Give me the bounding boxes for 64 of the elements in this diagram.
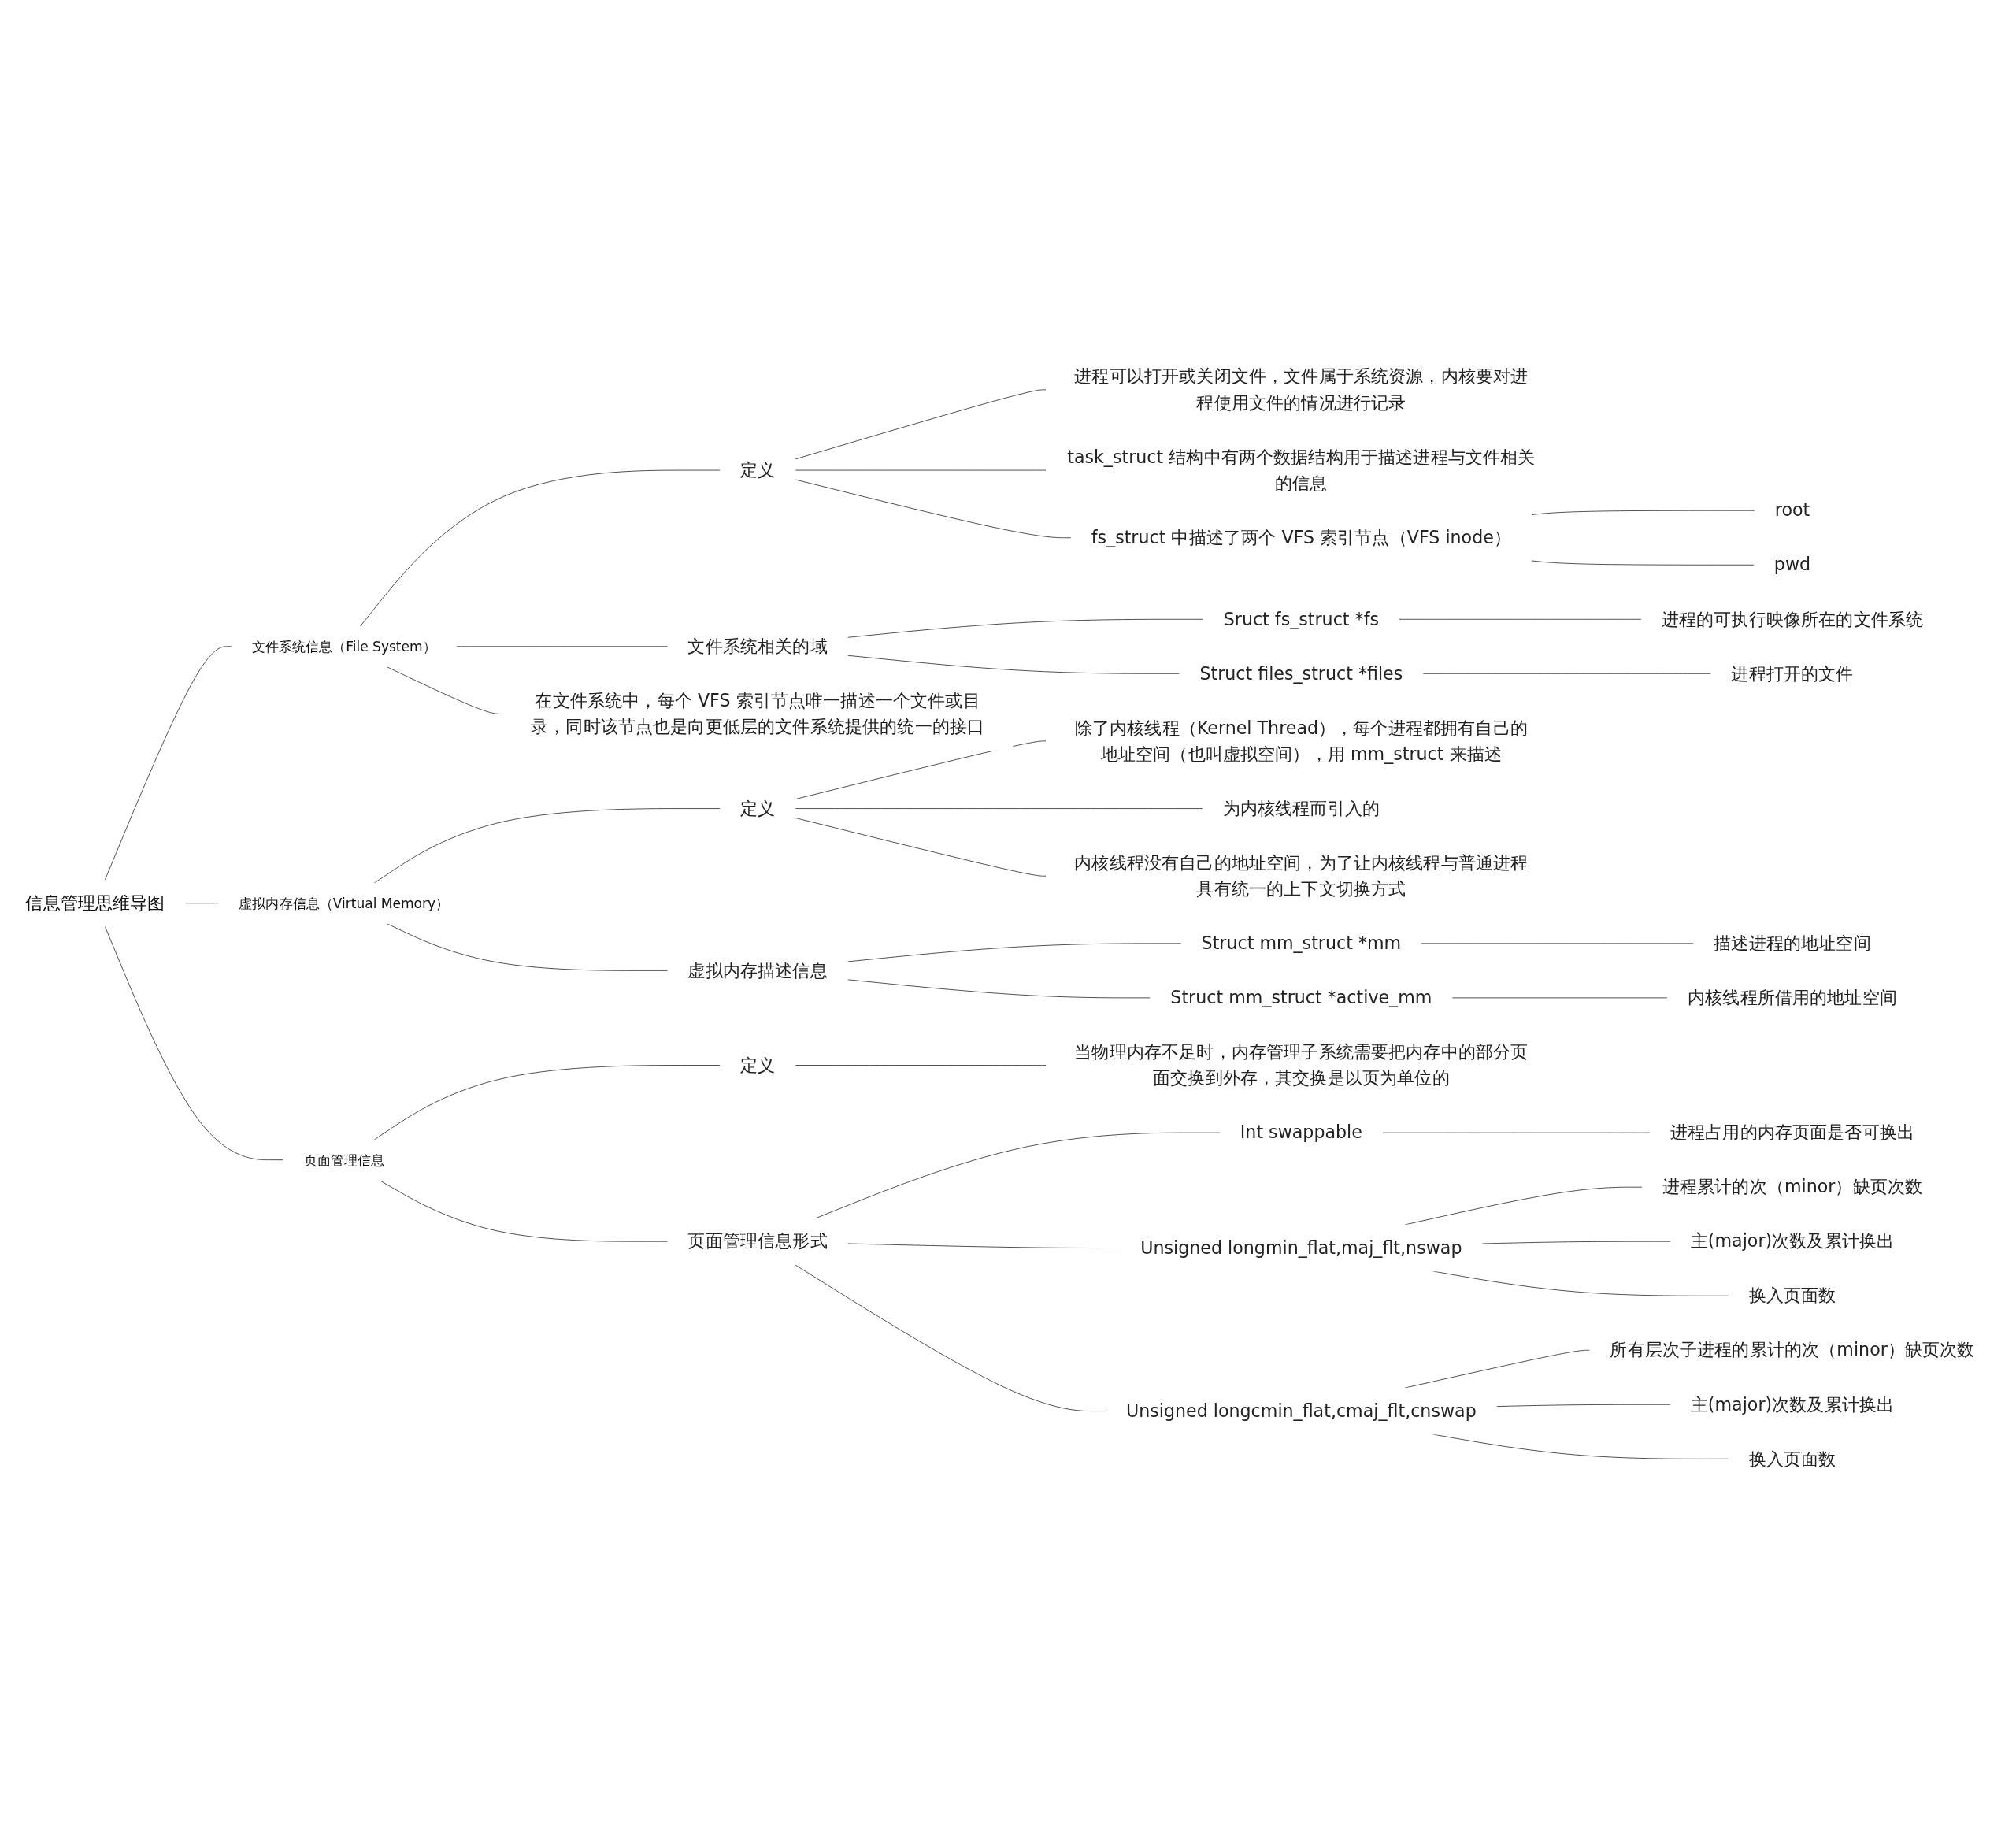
connector [795,479,1072,538]
node-text: 主(major)次数及累计换出 [1690,1393,1895,1415]
node-text: Int swappable [1240,1122,1362,1143]
node-text: 当物理内存不足时，内存管理子系统需要把内存中的部分页面交换到外存，其交换是以页为单位的 [1074,1041,1529,1089]
connector [1531,560,1755,566]
connector [847,943,1182,962]
node-text: 所有层次子进程的累计的次（minor）缺页次数 [1610,1339,1975,1360]
connector [386,922,669,971]
node-text: 除了内核线程（Kernel Thread），每个进程都拥有自己的地址空间（也叫虚拟空间），用 mm_struct 来描述 [1074,717,1528,764]
node-text: 定义 [739,798,776,818]
connector [359,469,721,627]
node-text: Unsigned longmin_flat,maj_flt,nswap [1140,1237,1462,1258]
node-text: Struct mm_struct *active_mm [1170,987,1432,1007]
node-text: 为内核线程而引入的 [1222,798,1380,818]
node-text: 文件系统信息（File System） [251,638,436,655]
connector [1422,673,1712,674]
node-text: 信息管理思维导图 [25,892,165,913]
connector [1382,1132,1651,1133]
node-text: Sruct fs_struct *fs [1223,608,1379,629]
node-text: 页面管理信息 [303,1152,384,1168]
node-text: 定义 [739,1055,776,1075]
node-text: 内核线程所借用的地址空间 [1688,987,1897,1007]
node-text: 进程打开的文件 [1731,662,1854,684]
node-text: 换入页面数 [1748,1285,1836,1306]
node-text: fs_struct 中描述了两个 VFS 索引节点（VFS inode） [1091,527,1512,547]
connector [847,655,1180,674]
node-text: pwd [1773,554,1811,575]
node-text: 定义 [739,459,776,480]
connector [104,925,284,1160]
connector [455,646,669,647]
node-text: Struct mm_struct *mm [1201,933,1402,953]
node-text: 虚拟内存描述信息 [687,959,828,981]
connector [795,389,1047,460]
connector [794,1263,1106,1411]
connector [795,1064,1047,1066]
node-text: 描述进程的地址空间 [1714,933,1871,953]
node-text: 内核线程没有自己的地址空间，为了让内核线程与普通进程具有统一的上下文切换方式 [1074,852,1529,899]
node-text: 进程的可执行映像所在的文件系统 [1661,608,1924,629]
connector [795,740,1047,799]
node-text: 在文件系统中，每个 VFS 索引节点唯一描述一个文件或目录，同时该节点也是向更低层的文件系统提供的统一的接口 [531,690,985,737]
connector [386,666,503,714]
connector [1495,1404,1671,1407]
node-text: 页面管理信息形式 [687,1230,828,1252]
connector [795,817,1047,877]
connector [378,1179,669,1242]
node-text: 换入页面数 [1748,1448,1836,1469]
connector [1531,510,1755,515]
node-text: 虚拟内存信息（Virtual Memory） [239,895,450,911]
node-text: Struct files_struct *files [1199,662,1403,684]
node-text: 进程可以打开或关闭文件，文件属于系统资源，内核要对进程使用文件的情况进行记录 [1074,365,1529,413]
connector [795,807,1203,809]
connector [847,1243,1121,1248]
node-text: 文件系统相关的域 [687,636,828,656]
connector [1481,1241,1671,1244]
connector [847,979,1151,999]
node-text: 主(major)次数及累计换出 [1690,1230,1895,1252]
node-text: root [1774,499,1810,521]
node-text: 进程累计的次（minor）缺页次数 [1662,1176,1923,1197]
node-text: Unsigned longcmin_flat,cmaj_flt,cnswap [1126,1400,1477,1421]
node-text: 进程占用的内存页面是否可换出 [1670,1122,1915,1143]
node-text: task_struct 结构中有两个数据结构用于描述进程与文件相关的信息 [1067,447,1536,493]
connector [104,646,232,881]
connector [1399,618,1642,620]
connector [847,618,1204,638]
